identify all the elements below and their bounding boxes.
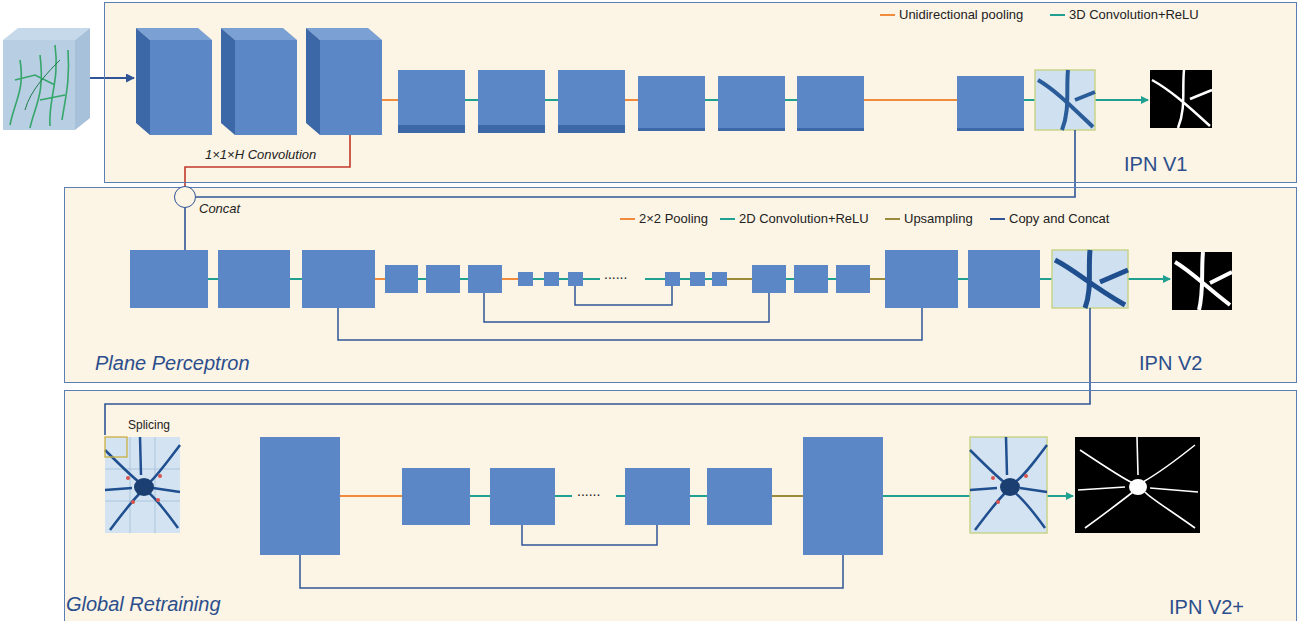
legend-line-sample (885, 218, 900, 220)
legend-line-sample (1050, 14, 1065, 16)
legend-line-sample (990, 218, 1005, 220)
legend-text: 2D Convolution+ReLU (739, 211, 869, 226)
legend-line-sample (880, 14, 895, 16)
concat-label: Concat (199, 201, 240, 216)
legend-text: 2×2 Pooling (639, 211, 708, 226)
network-panel: Global Retraining IPN V2+ (64, 390, 1297, 621)
panel-title: IPN V2+ (1169, 596, 1244, 619)
legend-text: Upsampling (904, 211, 973, 226)
ellipsis: ...... (604, 266, 627, 282)
legend-text: Unidirectional pooling (899, 7, 1023, 22)
input-volume (3, 28, 134, 130)
splicing-label: Splicing (128, 418, 170, 432)
conv-label: 1×1×H Convolution (205, 147, 316, 162)
panel-title: IPN V2 (1139, 352, 1202, 375)
legend-text: 3D Convolution+ReLU (1069, 7, 1199, 22)
stage-name: Plane Perceptron (95, 352, 250, 375)
ellipsis: ...... (577, 483, 600, 499)
legend-line-sample (620, 218, 635, 220)
concat-node: Concat (174, 186, 196, 208)
panel-title: IPN V1 (1124, 153, 1187, 176)
legend-text: Copy and Concat (1009, 211, 1109, 226)
legend-line-sample (720, 218, 735, 220)
stage-name: Global Retraining (66, 593, 221, 616)
